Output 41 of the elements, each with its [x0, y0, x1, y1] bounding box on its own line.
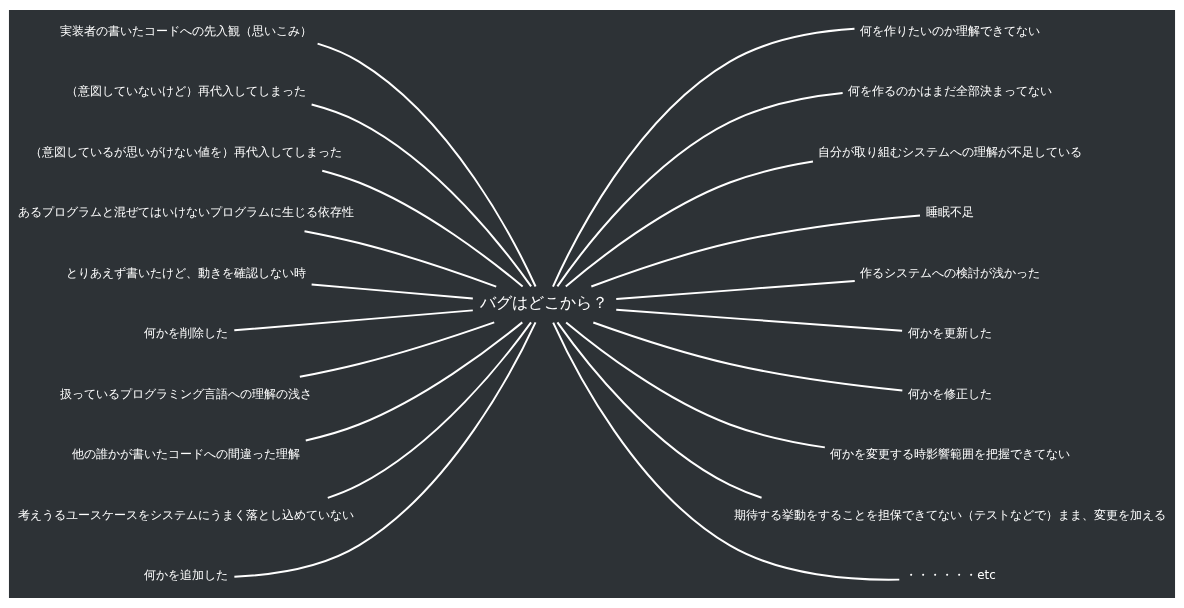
node-text: 扱っているプログラミング言語への理解の浅さ [59, 386, 312, 401]
connector [615, 308, 904, 332]
connector [615, 280, 856, 301]
connector [298, 321, 496, 378]
node-text: とりあえず書いたけど、動きを確認しない時 [65, 265, 306, 280]
connector [310, 283, 474, 300]
connector [233, 321, 537, 578]
connector [326, 321, 533, 499]
connector [321, 169, 524, 288]
node-text: 何を作りたいのか理解できてない [860, 23, 1041, 38]
connector [304, 321, 524, 442]
connector [552, 27, 856, 288]
connector [556, 92, 844, 288]
node-text: 何かを削除した [143, 326, 228, 341]
connector [303, 230, 498, 288]
node-text: 何かを変更する時影響範囲を把握できてない [830, 447, 1071, 462]
connector [310, 103, 533, 288]
node-text: 何を作るのかはまだ全部決まってない [848, 84, 1053, 99]
node-text: （意図していないけど）再代入してしまった [65, 84, 306, 99]
connector [233, 309, 474, 332]
node-text: 何かを修正した [908, 386, 993, 401]
connector [592, 321, 904, 392]
connector [590, 214, 921, 288]
node-text: 何かを更新した [908, 326, 993, 341]
node-text: ・・・・・・etc [905, 568, 996, 583]
node-text: 作るシステムへの検討が浅かった [860, 265, 1041, 280]
node-text: バグはどこから？ [480, 293, 609, 313]
node-text: 考えうるユースケースをシステムにうまく落とし込めていない [17, 507, 354, 522]
connector [565, 321, 826, 449]
connector [316, 42, 537, 288]
node-text: 実装者の書いたコードへの先入観（思いこみ） [59, 23, 312, 38]
node-text: （意図しているが思いがけない値を）再代入してしまった [29, 144, 342, 159]
node-text: 他の誰かが書いたコードへの間違った理解 [71, 447, 300, 462]
node-text: 期待する挙動をすることを担保できてない（テストなどで）まま、変更を加える [734, 507, 1167, 522]
node-text: あるプログラムと混ぜてはいけないプログラムに生じる依存性 [17, 205, 354, 220]
connector [552, 321, 901, 581]
node-text: 自分が取り組むシステムへの理解が不足している [818, 144, 1083, 159]
node-text: 睡眠不足 [926, 205, 975, 220]
connector [564, 160, 814, 288]
connector [556, 321, 763, 499]
node-text: 何かを追加した [143, 568, 228, 583]
